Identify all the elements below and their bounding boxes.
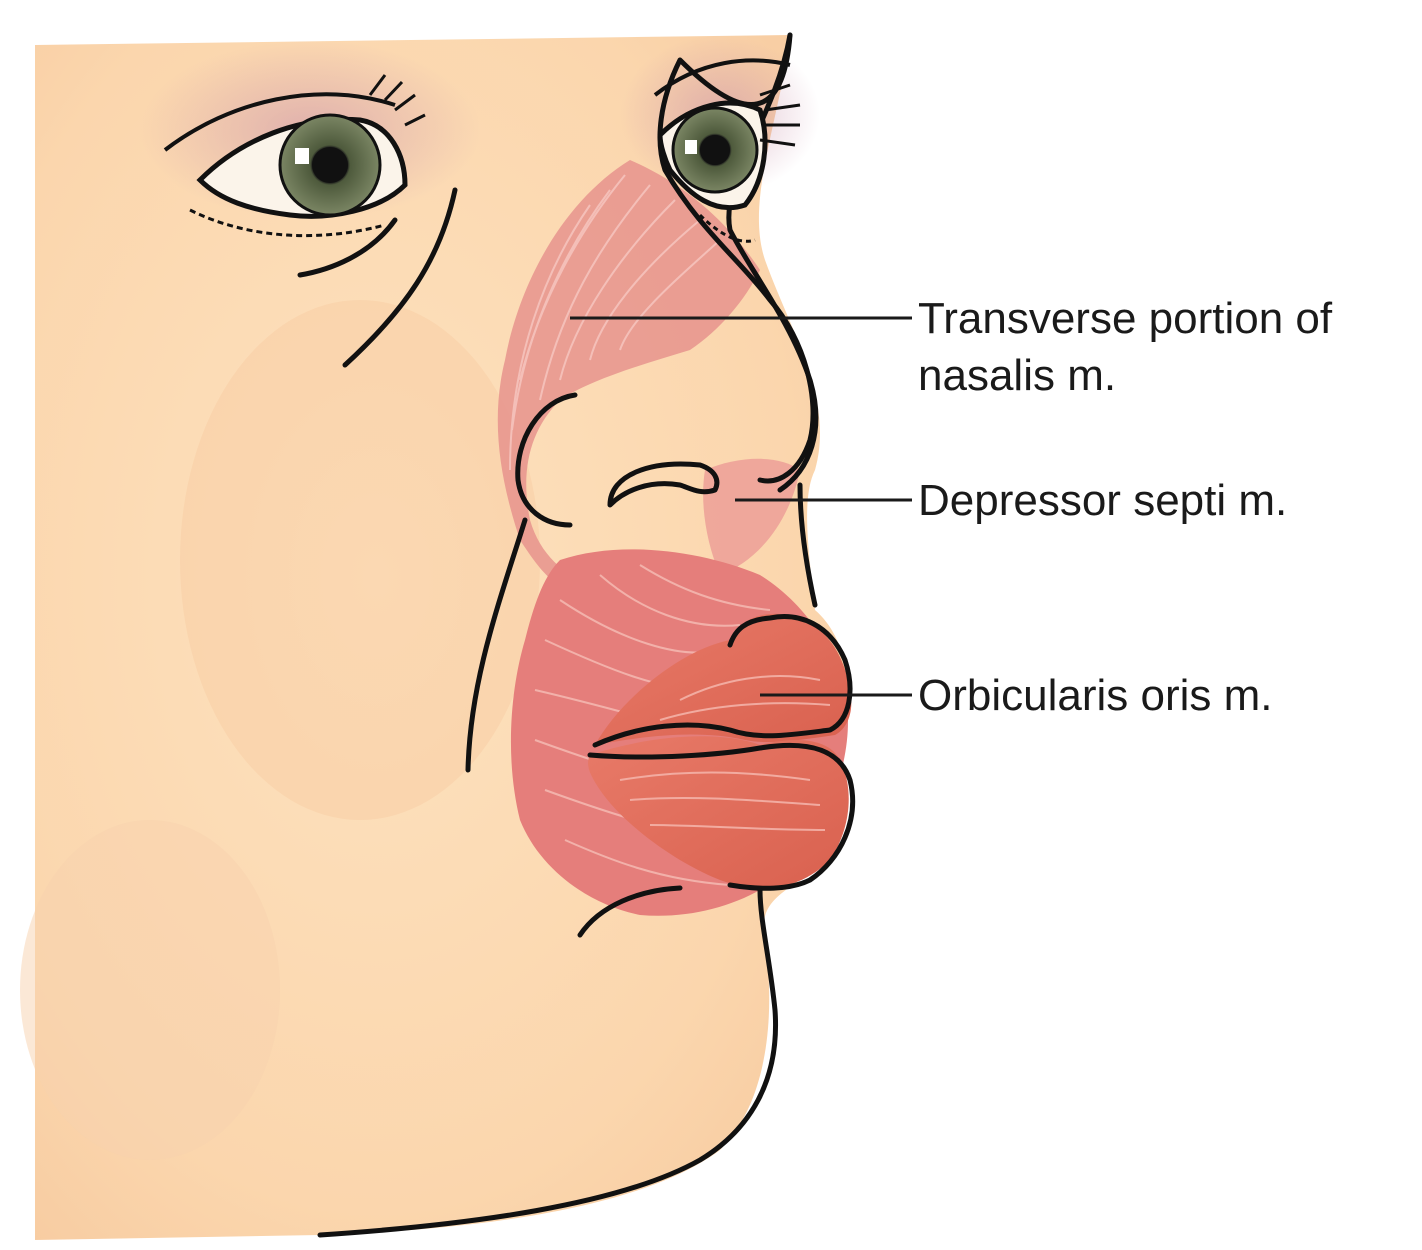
label-transverse-nasalis-line2: nasalis m.: [918, 351, 1116, 400]
label-depressor-septi: Depressor septi m.: [918, 476, 1287, 525]
label-transverse-nasalis-line1: Transverse portion of: [918, 294, 1333, 343]
label-orbicularis-oris: Orbicularis oris m.: [918, 671, 1273, 720]
